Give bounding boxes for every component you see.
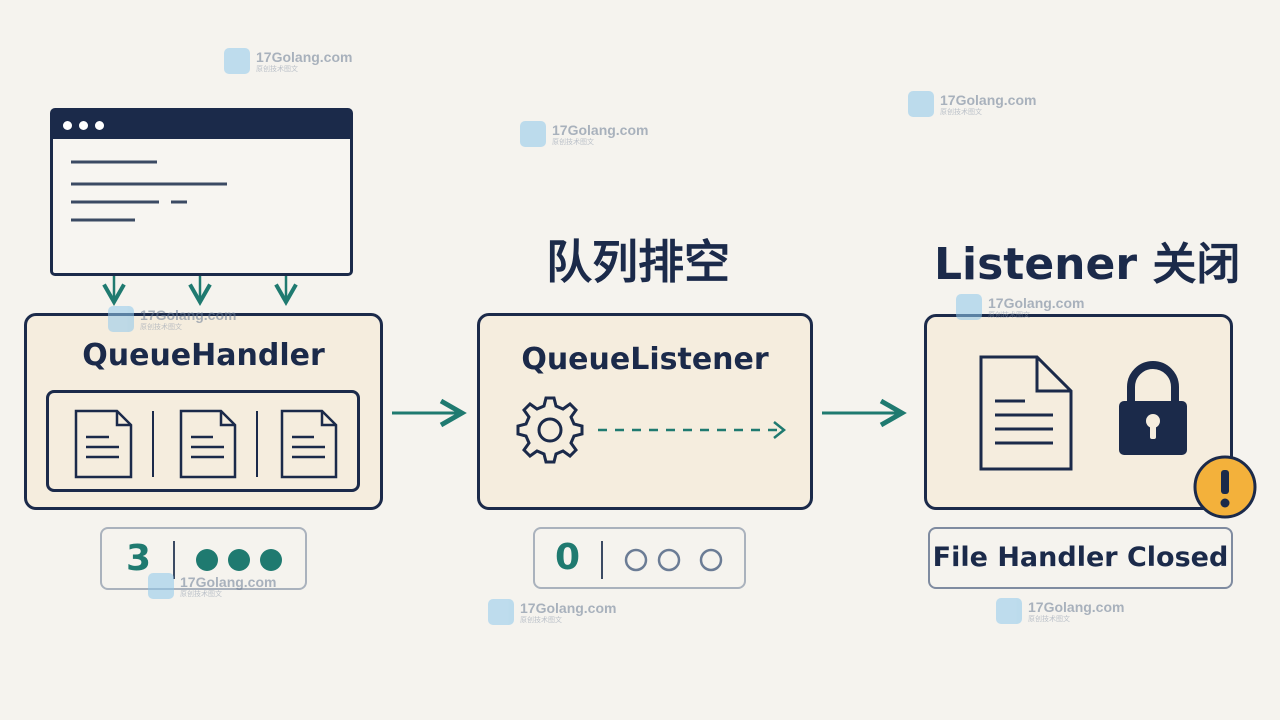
lock-icon (1119, 361, 1187, 455)
watermark-logo-icon (956, 294, 982, 320)
ellipsis-dots-icon (624, 548, 723, 572)
watermark-logo-icon (108, 306, 134, 332)
queue-handler-box: QueueHandler (24, 313, 383, 510)
document-icon (179, 409, 237, 479)
document-icon (280, 409, 338, 479)
document-icon (74, 409, 133, 479)
queue-listener-box: QueueListener (477, 313, 813, 510)
watermark-logo-icon (996, 598, 1022, 624)
handler-queue-counter: 3 (100, 527, 307, 590)
listener-queue-count: 0 (555, 537, 581, 578)
watermark-logo-icon (148, 573, 174, 599)
queued-records-tray (46, 390, 360, 492)
closed-status-label: File Handler Closed (932, 542, 1229, 573)
warning-icon (1192, 454, 1258, 520)
queue-handler-title: QueueHandler (82, 338, 325, 373)
watermark-logo-icon (520, 121, 546, 147)
watermark-logo-icon (908, 91, 934, 117)
gear-icon (516, 396, 584, 464)
queue-drain-heading: 队列排空 (546, 235, 730, 289)
file-handler-box (924, 314, 1233, 510)
terminal-window-icon (50, 108, 353, 276)
closed-status-label-box: File Handler Closed (928, 527, 1233, 589)
watermark-logo-icon (224, 48, 250, 74)
listener-close-heading: Listener 关闭 (934, 239, 1241, 290)
queue-listener-title: QueueListener (521, 342, 769, 377)
document-icon (979, 355, 1073, 471)
ellipsis-dots-icon (196, 549, 282, 571)
handler-queue-count: 3 (126, 538, 152, 579)
listener-queue-counter: 0 (533, 527, 746, 589)
watermark-logo-icon (488, 599, 514, 625)
